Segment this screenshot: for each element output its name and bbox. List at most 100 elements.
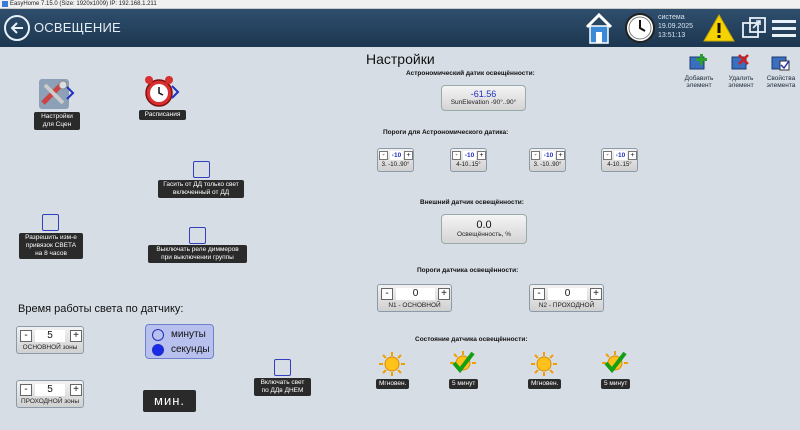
external-threshold-1-caption: N1 - ОСНОВНОЙ [388, 302, 441, 309]
external-threshold-2-value[interactable]: 0 [548, 288, 587, 300]
astro-threshold-4-value[interactable]: -10 [614, 151, 627, 160]
main-zone-value[interactable]: 5 [35, 330, 65, 342]
astro-value: -61.56 [470, 89, 497, 99]
element-properties-label: Свойства элемента [766, 74, 796, 90]
external-value-box: 0.0 Освещённость, % [441, 214, 527, 244]
seconds-radio[interactable] [152, 344, 164, 356]
external-threshold-2-caption: N2 - ПРОХОДНОЙ [538, 302, 595, 309]
arrow-left-icon [10, 22, 23, 34]
system-label: система [658, 14, 685, 21]
external-threshold-1-value[interactable]: 0 [396, 288, 435, 300]
pass-zone-value[interactable]: 5 [35, 384, 65, 396]
system-datetime: система 19.09.2025 13:51:13 [658, 13, 693, 40]
warning-icon[interactable] [702, 13, 736, 43]
main-zone-plus-button[interactable]: + [70, 330, 82, 342]
astro-threshold-1-minus[interactable]: - [379, 151, 388, 160]
astro-threshold-1-caption: 3. -10..90° [381, 162, 410, 168]
system-date: 19.09.2025 [658, 23, 694, 30]
add-element-button[interactable]: Добавить элемент [680, 54, 718, 90]
astro-threshold-4-caption: 4-10..15° [607, 162, 632, 168]
astro-threshold-4-minus[interactable]: - [603, 151, 612, 160]
home-icon[interactable] [584, 11, 614, 45]
astro-threshold-1-plus[interactable]: + [404, 151, 413, 160]
seconds-label: секунды [171, 344, 210, 355]
external-thresholds-header: Пороги датчика освещённости: [417, 267, 519, 274]
astro-threshold-1-value[interactable]: -10 [390, 151, 403, 160]
pass-zone-caption: ПРОХОДНОЙ зоны [20, 398, 80, 405]
external-sub: Освещённость, % [456, 231, 512, 238]
delete-element-button[interactable]: Удалить элемент [722, 54, 760, 90]
astro-threshold-1[interactable]: - -10 + 3. -10..90° [377, 148, 414, 172]
external-header: Внешний датчик освещённости: [420, 199, 524, 206]
astro-header: Астрономический датик освещённости: [406, 70, 535, 77]
scene-settings-label[interactable]: Настройки для Сцен [34, 112, 80, 130]
back-button[interactable] [4, 15, 30, 41]
delete-element-icon [731, 54, 749, 70]
state-label-2: 5 минут [449, 379, 479, 389]
add-element-icon [689, 54, 707, 70]
main-zone-minus-button[interactable]: - [20, 330, 32, 342]
astro-threshold-3-minus[interactable]: - [531, 151, 540, 160]
alarm-clock-icon[interactable] [142, 74, 182, 110]
minutes-label: минуты [171, 329, 206, 340]
work-time-title: Время работы света по датчику: [18, 303, 184, 315]
check-icon [450, 351, 476, 374]
astro-sub: SunElevation -90°..90° [450, 99, 517, 106]
off-dd-only-checkbox[interactable] [193, 161, 210, 178]
pass-zone-minus-button[interactable]: - [20, 384, 32, 396]
allow-change-label: Разрешить изм-е привязок СВЕТА на 8 часо… [19, 233, 83, 259]
app-icon [2, 1, 8, 7]
add-element-label: Добавить элемент [684, 74, 714, 90]
time-unit-radio-group: минуты секунды [145, 324, 214, 359]
app-header: ОСВЕЩЕНИЕ система 19.09.2025 13:51:13 [0, 9, 800, 47]
element-properties-button[interactable]: Свойства элемента [762, 54, 800, 90]
day-light-checkbox[interactable] [274, 359, 291, 376]
external-threshold-1[interactable]: - 0 + N1 - ОСНОВНОЙ [377, 284, 452, 312]
external-threshold-2[interactable]: - 0 + N2 - ПРОХОДНОЙ [529, 284, 604, 312]
state-header: Состояние датчика освещённости: [415, 336, 528, 343]
properties-icon [771, 56, 790, 71]
astro-threshold-3-plus[interactable]: + [556, 151, 565, 160]
day-light-label: Включать свет по ДДв ДНЕМ [254, 378, 311, 396]
min-unit-label: мин. [143, 390, 196, 412]
main-zone-stepper[interactable]: - 5 + ОСНОВНОЙ зоны [16, 326, 84, 354]
state-label-1: Мгновен. [376, 379, 410, 389]
dimmer-off-checkbox[interactable] [189, 227, 206, 244]
astro-value-box: -61.56 SunElevation -90°..90° [441, 85, 526, 111]
external-value: 0.0 [476, 219, 492, 231]
astro-threshold-2-caption: 4-10..15° [456, 162, 481, 168]
pass-zone-stepper[interactable]: - 5 + ПРОХОДНОЙ зоны [16, 380, 84, 408]
external-threshold-2-minus[interactable]: - [533, 288, 545, 300]
check-icon [602, 351, 628, 374]
external-threshold-1-minus[interactable]: - [381, 288, 393, 300]
window-titlebar: EasyHome 7.15.0 (Size: 1920x1009) IP: 19… [0, 0, 800, 9]
minutes-radio[interactable] [152, 329, 164, 341]
page-header-title: ОСВЕЩЕНИЕ [34, 20, 121, 35]
main-zone-caption: ОСНОВНОЙ зоны [22, 344, 78, 351]
sun-icon [379, 352, 405, 376]
state-label-4: 5 минут [601, 379, 631, 389]
astro-threshold-3-caption: 3. -10..90° [533, 162, 562, 168]
schedules-label[interactable]: Расписания [139, 110, 186, 120]
tools-icon[interactable] [37, 77, 77, 111]
astro-threshold-2-plus[interactable]: + [477, 151, 486, 160]
delete-element-label: Удалить элемент [728, 74, 754, 90]
astro-threshold-2-value[interactable]: -10 [463, 151, 476, 160]
clock-icon[interactable] [624, 12, 656, 44]
astro-threshold-4[interactable]: - -10 + 4-10..15° [601, 148, 638, 172]
off-dd-only-label: Гасить от ДД только свет включенный от Д… [158, 180, 244, 198]
astro-threshold-2[interactable]: - -10 + 4-10..15° [450, 148, 487, 172]
dimmer-off-label: Выключать реле диммеров при выключении г… [148, 245, 247, 263]
external-threshold-2-plus[interactable]: + [590, 288, 602, 300]
astro-threshold-3-value[interactable]: -10 [542, 151, 555, 160]
astro-threshold-3[interactable]: - -10 + 3. -10..90° [529, 148, 566, 172]
allow-change-checkbox[interactable] [42, 214, 59, 231]
page-title: Настройки [366, 51, 435, 67]
astro-threshold-4-plus[interactable]: + [628, 151, 637, 160]
sun-icon [531, 352, 557, 376]
pass-zone-plus-button[interactable]: + [70, 384, 82, 396]
external-threshold-1-plus[interactable]: + [438, 288, 450, 300]
windows-icon[interactable] [742, 17, 766, 39]
menu-icon[interactable] [772, 18, 796, 38]
astro-threshold-2-minus[interactable]: - [452, 151, 461, 160]
